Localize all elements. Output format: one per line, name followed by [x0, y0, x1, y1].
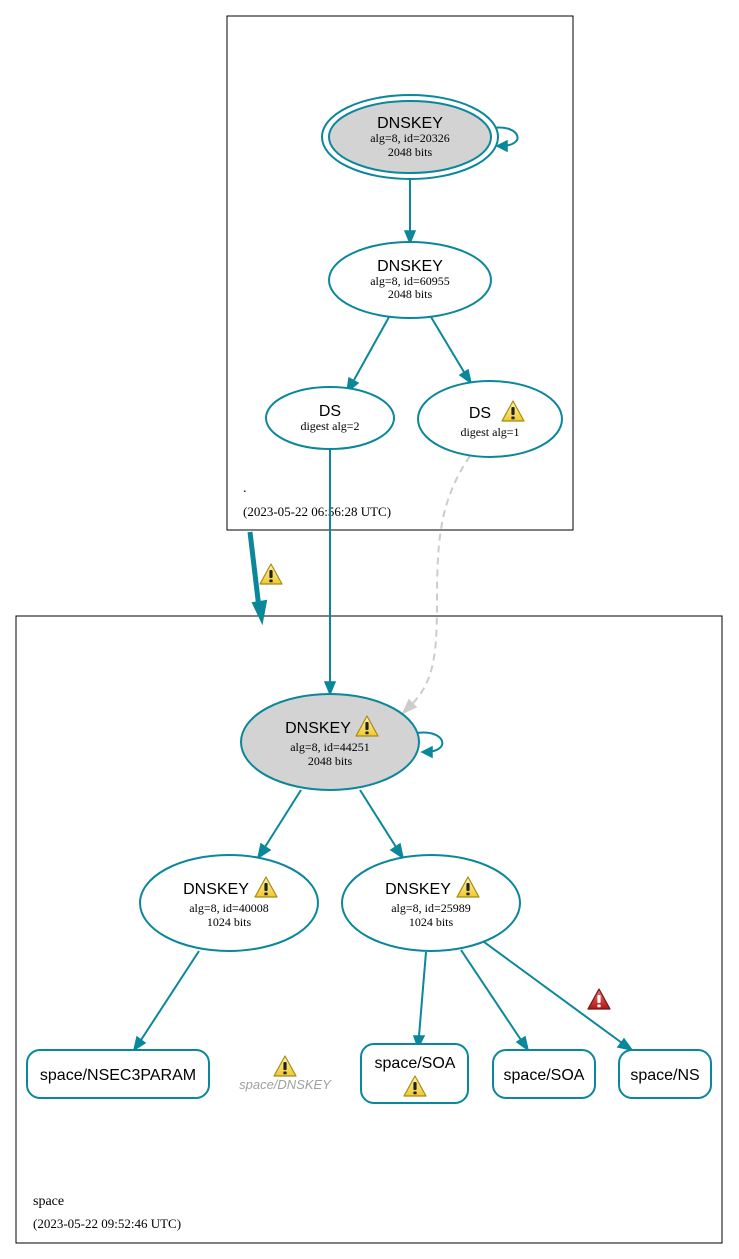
ds-2-ellipse [265, 386, 395, 450]
arrowhead-space-ksk-to-zsk-b [389, 842, 405, 860]
dnskey-rrset-warning-icon[interactable] [273, 1055, 297, 1077]
arrowhead-ds2-to-space-ksk [323, 681, 337, 696]
soa-label: space/SOA [504, 1067, 585, 1084]
node-soa-warn[interactable]: space/SOA [360, 1043, 469, 1104]
root-zone-name: . [243, 481, 247, 496]
space-zsk-a-detail1: alg=8, id=40008 [189, 901, 269, 915]
edge-root-zsk-to-ds2 [353, 316, 390, 381]
space-ksk-title: DNSKEY [285, 720, 351, 737]
space-ksk-detail1: alg=8, id=44251 [290, 740, 370, 754]
arrowhead-zsk-a-to-nsec3param [132, 1035, 147, 1052]
ds-2-detail1: digest alg=2 [300, 419, 359, 433]
node-ds-2[interactable]: DS digest alg=2 [265, 386, 395, 450]
root-ksk-title: DNSKEY [377, 115, 443, 132]
node-ds-1[interactable]: DS digest alg=1 [417, 380, 563, 458]
root-ksk-detail1: alg=8, id=20326 [370, 131, 450, 145]
root-zsk-detail1: alg=8, id=60955 [370, 274, 450, 288]
edge-space-ksk-to-zsk-b [359, 789, 397, 848]
node-space-zsk-a[interactable]: DNSKEY alg=8, id=40008 1024 bits [139, 854, 319, 952]
edge-root-zsk-to-ds1 [430, 316, 465, 373]
space-zsk-a-ellipse [139, 854, 319, 952]
arrowhead-root-ksk-to-zsk [403, 230, 417, 245]
space-zone-name: space [33, 1194, 64, 1209]
space-zsk-b-ellipse [341, 854, 521, 952]
edge-zsk-b-to-ns [483, 941, 623, 1044]
nsec3param-label: space/NSEC3PARAM [40, 1067, 196, 1084]
edge-ds1-to-space-ksk [412, 455, 471, 704]
arrowhead-space-ksk-self [420, 745, 433, 759]
root-zsk-title: DNSKEY [377, 258, 443, 275]
ns-edge-error-icon[interactable] [587, 988, 611, 1010]
ns-box [618, 1049, 712, 1099]
node-nsec3param[interactable]: space/NSEC3PARAM [26, 1049, 210, 1099]
arrowhead-space-ksk-to-zsk-a [256, 842, 272, 860]
root-ksk-inner-ring [328, 100, 492, 174]
arrowhead-delegation [251, 599, 268, 626]
node-soa[interactable]: space/SOA [492, 1049, 596, 1099]
ds-1-title: DS [469, 405, 491, 422]
root-zsk-ellipse [328, 241, 492, 319]
dnskey-rrset-label: space/DNSKEY [239, 1077, 332, 1092]
space-ksk-ellipse [240, 693, 420, 791]
space-zsk-a-title: DNSKEY [183, 881, 249, 898]
ds-2-title: DS [319, 403, 341, 420]
edge-zsk-a-to-nsec3param [140, 950, 200, 1041]
edge-zsk-b-to-soa-warn [418, 951, 427, 1037]
space-zone-box [15, 615, 723, 1244]
edge-delegation [247, 531, 262, 609]
node-root-zsk[interactable]: DNSKEY alg=8, id=60955 2048 bits [328, 241, 492, 319]
node-root-ksk[interactable]: DNSKEY alg=8, id=20326 2048 bits [321, 94, 499, 180]
space-zsk-b-detail1: alg=8, id=25989 [391, 901, 471, 915]
ds-1-ellipse [417, 380, 563, 458]
root-zone-timestamp: (2023-05-22 06:56:28 UTC) [243, 504, 391, 519]
arrowhead-zsk-b-to-soa [515, 1035, 530, 1052]
node-space-zsk-b[interactable]: DNSKEY alg=8, id=25989 1024 bits [341, 854, 521, 952]
node-space-ksk[interactable]: DNSKEY alg=8, id=44251 2048 bits [240, 693, 420, 791]
edge-zsk-b-to-soa [460, 949, 522, 1041]
soa-warn-box [360, 1043, 469, 1104]
arrowhead-root-ksk-self [495, 139, 508, 153]
arrowhead-ds1-to-space-ksk [401, 698, 418, 715]
node-dnskey-rrset[interactable]: space/DNSKEY [239, 1055, 332, 1092]
soa-box [492, 1049, 596, 1099]
edge-space-ksk-to-zsk-a [264, 789, 302, 848]
space-zsk-b-detail2: 1024 bits [409, 915, 454, 929]
root-zone-box [226, 15, 574, 531]
ds-1-detail1: digest alg=1 [460, 425, 519, 439]
space-ksk-detail2: 2048 bits [308, 754, 353, 768]
ns-label: space/NS [630, 1067, 699, 1084]
root-ksk-detail2: 2048 bits [388, 145, 433, 159]
soa-warn-label: space/SOA [375, 1055, 456, 1072]
node-ns[interactable]: space/NS [618, 1049, 712, 1099]
delegation-warning-icon[interactable] [259, 563, 283, 585]
space-zsk-a-detail2: 1024 bits [207, 915, 252, 929]
space-zone-timestamp: (2023-05-22 09:52:46 UTC) [33, 1216, 181, 1231]
arrowhead-zsk-b-to-ns [616, 1037, 634, 1052]
space-zsk-b-title: DNSKEY [385, 881, 451, 898]
arrowhead-root-zsk-to-ds1 [458, 368, 473, 385]
root-zsk-detail2: 2048 bits [388, 287, 433, 301]
arrowhead-zsk-b-to-soa-warn [412, 1035, 426, 1050]
nsec3param-box [26, 1049, 210, 1099]
